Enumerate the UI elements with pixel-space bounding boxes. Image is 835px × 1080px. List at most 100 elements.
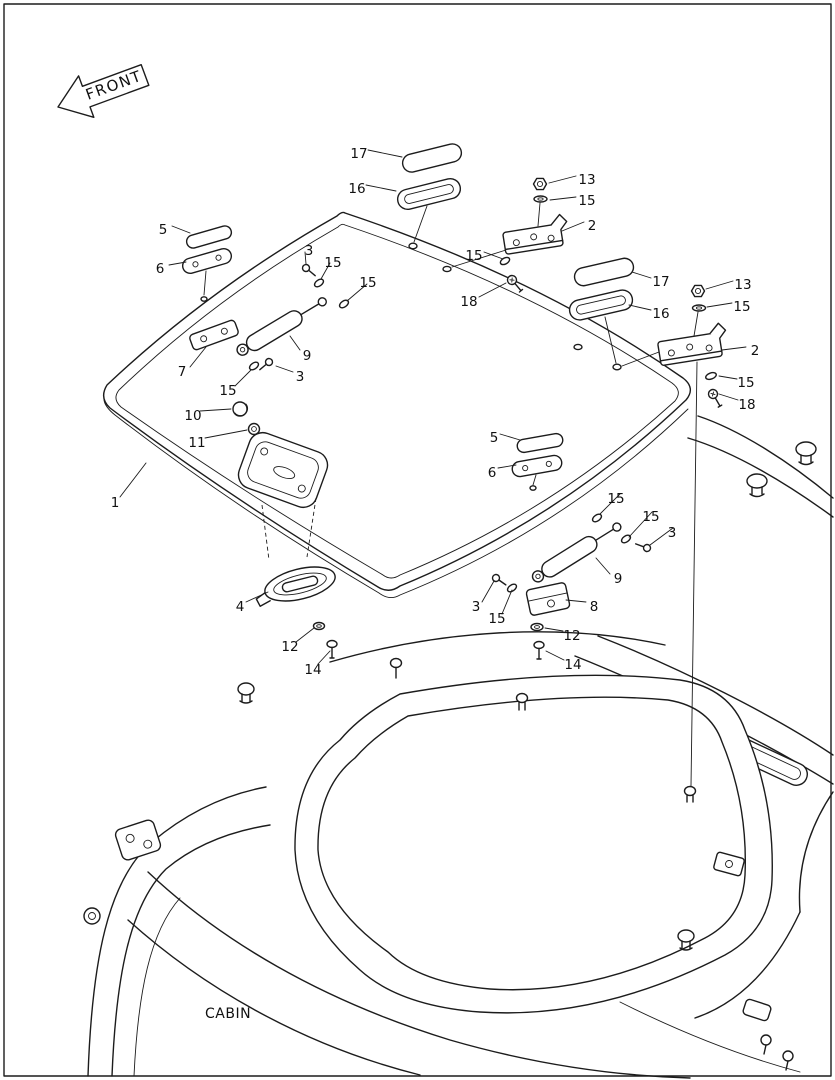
hatch-panel-outline (102, 211, 691, 591)
callout-6: 6 (156, 261, 165, 277)
screw-3 (635, 543, 652, 553)
callout-3: 3 (305, 243, 314, 259)
gas-strut-front (236, 297, 327, 356)
callout-15: 15 (219, 383, 236, 399)
frame-bolt (515, 692, 529, 711)
callout-15: 15 (642, 509, 659, 525)
callout-5: 5 (159, 222, 168, 238)
callout-6: 6 (488, 465, 497, 481)
callout-13: 13 (734, 277, 751, 293)
callout-18: 18 (738, 397, 755, 413)
callout-15: 15 (359, 275, 376, 291)
roof-opening-frame (294, 674, 773, 1014)
screw-14 (533, 640, 545, 660)
screw-3 (491, 573, 507, 586)
callout-labels: 17 16 13 15 2 5 3 15 6 15 15 17 18 13 16… (111, 146, 760, 678)
callout-12: 12 (563, 628, 580, 644)
callout-2: 2 (751, 343, 760, 359)
callout-18: 18 (460, 294, 477, 310)
callout-15: 15 (488, 611, 505, 627)
roof-handle (255, 566, 336, 607)
callout-4: 4 (236, 599, 245, 615)
plate-5-rear (516, 432, 564, 454)
washer-15 (499, 256, 511, 266)
cabin-roof (83, 415, 834, 1079)
callout-15: 15 (324, 255, 341, 271)
screw-3 (301, 263, 316, 277)
callout-16: 16 (652, 306, 669, 322)
strut-front-hardware (248, 263, 350, 371)
nut-13 (690, 284, 706, 298)
callout-9: 9 (303, 348, 312, 364)
gasket-17-front (401, 143, 463, 173)
roof-hinge-bracket (114, 819, 162, 861)
hatch-panel-thickness (103, 399, 689, 598)
callout-15: 15 (737, 375, 754, 391)
callout-15: 15 (465, 248, 482, 264)
callout-8: 8 (590, 599, 599, 615)
handle-recess (237, 431, 329, 509)
pillar-bolt (83, 907, 101, 925)
hatch-panel (102, 211, 691, 598)
front-arrow: FRONT (57, 63, 150, 119)
callout-10: 10 (184, 408, 201, 424)
frame-bolt (683, 785, 697, 803)
callout-2: 2 (588, 218, 597, 234)
callout-11: 11 (188, 435, 205, 451)
callout-17: 17 (652, 274, 669, 290)
hatch-panel-inner-line (115, 223, 679, 579)
callout-15: 15 (607, 491, 624, 507)
callout-14: 14 (304, 662, 321, 678)
gasket-16-front (396, 177, 462, 211)
plate-5-front (185, 225, 233, 249)
gasket-17-rear (573, 257, 635, 287)
washer-11 (247, 422, 261, 436)
screw-14 (326, 639, 338, 659)
plate-6-front (181, 247, 233, 275)
plate-6-rear (511, 454, 563, 478)
callout-15: 15 (733, 299, 750, 315)
nut-13 (532, 177, 548, 191)
washer-12 (530, 622, 544, 632)
gasket-16-rear (568, 289, 634, 321)
callout-3: 3 (668, 525, 677, 541)
frame-bolt (677, 929, 695, 951)
washer-12 (312, 621, 326, 631)
gas-strut-rear (531, 522, 622, 583)
bracket-8 (525, 582, 571, 616)
callout-17: 17 (350, 146, 367, 162)
washer-15 (705, 371, 717, 381)
callout-9: 9 (614, 571, 623, 587)
roof-rear-bracket (742, 998, 794, 1071)
frame-corner-bracket (713, 851, 745, 877)
hinge-front (451, 177, 568, 293)
roof-opening-inner (317, 696, 746, 991)
callout-7: 7 (178, 364, 187, 380)
callout-12: 12 (281, 639, 298, 655)
bracket-7 (189, 319, 239, 351)
frame-bolt (389, 657, 403, 679)
callout-3: 3 (296, 369, 305, 385)
roof-mount (795, 441, 817, 466)
callout-5: 5 (490, 430, 499, 446)
screw-3 (259, 357, 274, 371)
hinge-rear (621, 284, 727, 803)
plug-10 (232, 401, 249, 417)
screw-18 (506, 274, 524, 293)
callout-1: 1 (111, 495, 120, 511)
front-arrow-shape (57, 63, 150, 119)
washer-15 (691, 304, 707, 312)
cabin-label: CABIN (205, 1006, 251, 1022)
callout-3: 3 (472, 599, 481, 615)
callout-15: 15 (578, 193, 595, 209)
callout-leader-lines (119, 149, 747, 665)
callout-13: 13 (578, 172, 595, 188)
callout-14: 14 (564, 657, 581, 673)
callout-16: 16 (348, 181, 365, 197)
strut-rear-hardware (491, 513, 652, 593)
frame-bolt (237, 682, 255, 704)
washer-15 (533, 195, 548, 203)
screw-18 (707, 388, 723, 408)
